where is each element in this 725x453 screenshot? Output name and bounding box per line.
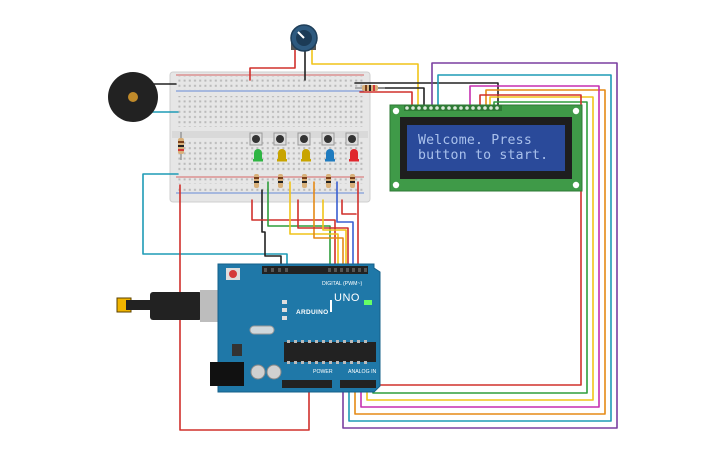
- digital-header-label: DIGITAL (PWM~): [322, 281, 363, 287]
- lcd-pin: [423, 106, 427, 110]
- wire-lcd-magenta: [360, 85, 600, 408]
- lcd-pin: [405, 106, 409, 110]
- wire-yellow-d8: [322, 199, 347, 269]
- arduino-model-label: UNO: [334, 292, 360, 304]
- lcd-pin: [465, 106, 469, 110]
- led-resistors: [254, 174, 355, 188]
- wire-lcd-orange: [354, 89, 606, 415]
- power-header-label: POWER: [313, 369, 333, 375]
- lcd-line-2: button to start.: [418, 148, 549, 163]
- resistor-top: [355, 85, 385, 91]
- wire-top-rail-red: [359, 91, 413, 109]
- led-4: [325, 149, 335, 162]
- push-button-4: [321, 132, 335, 146]
- arduino-uno[interactable]: [210, 263, 381, 393]
- resistor-left: [178, 132, 184, 160]
- wire-lcd-yellow2: [366, 96, 594, 401]
- led-3: [301, 149, 311, 162]
- led-2: [277, 149, 287, 162]
- lcd-pin: [447, 106, 451, 110]
- wire-orange-d4: [313, 181, 344, 269]
- lcd-pin: [435, 106, 439, 110]
- lcd-display: Welcome. Press button to start.: [418, 133, 568, 163]
- wire-pot-red: [249, 47, 296, 81]
- lcd-pin: [411, 106, 415, 110]
- push-button-3: [297, 132, 311, 146]
- breadboard[interactable]: [169, 71, 371, 203]
- wire-red-d9: [341, 199, 357, 215]
- lcd-pin: [489, 106, 493, 110]
- wire-black-gnd: [261, 189, 282, 269]
- push-button-2: [273, 132, 287, 146]
- lcd-pin: [471, 106, 475, 110]
- wire-pot-yellow: [311, 47, 419, 109]
- led-1: [253, 149, 263, 162]
- lcd-pin: [483, 106, 487, 110]
- leds: [253, 149, 359, 162]
- lcd-pin: [453, 106, 457, 110]
- lcd-pin: [429, 106, 433, 110]
- wire-blue-d6: [336, 181, 354, 269]
- wire-top-rail-black: [354, 82, 499, 109]
- piezo-buzzer[interactable]: [108, 72, 158, 122]
- push-button-5: [345, 132, 359, 146]
- lcd-pin: [459, 106, 463, 110]
- push-button-1: [249, 132, 263, 146]
- lcd-pin: [495, 106, 499, 110]
- wire-red-d1: [251, 199, 336, 269]
- lcd-pin: [477, 106, 481, 110]
- digital-pins: [264, 268, 367, 272]
- lcd-pin: [417, 106, 421, 110]
- arduino-brand-label: ARDUINO: [296, 309, 329, 316]
- wire-lcd-black2: [365, 87, 425, 109]
- wire-lcd-cyan: [348, 74, 612, 422]
- potentiometer[interactable]: [290, 24, 318, 52]
- usb-cable: [116, 290, 226, 322]
- wire-green-d2: [267, 181, 331, 269]
- led-5: [349, 149, 359, 162]
- lcd-pin: [441, 106, 445, 110]
- lcd-16x2[interactable]: [389, 104, 583, 192]
- analog-header-label: ANALOG IN: [348, 369, 377, 375]
- push-buttons[interactable]: [249, 132, 359, 146]
- lcd-line-1: Welcome. Press: [418, 133, 532, 148]
- wire-left-cyan: [142, 173, 288, 269]
- wire-lcd-purple: [342, 62, 618, 429]
